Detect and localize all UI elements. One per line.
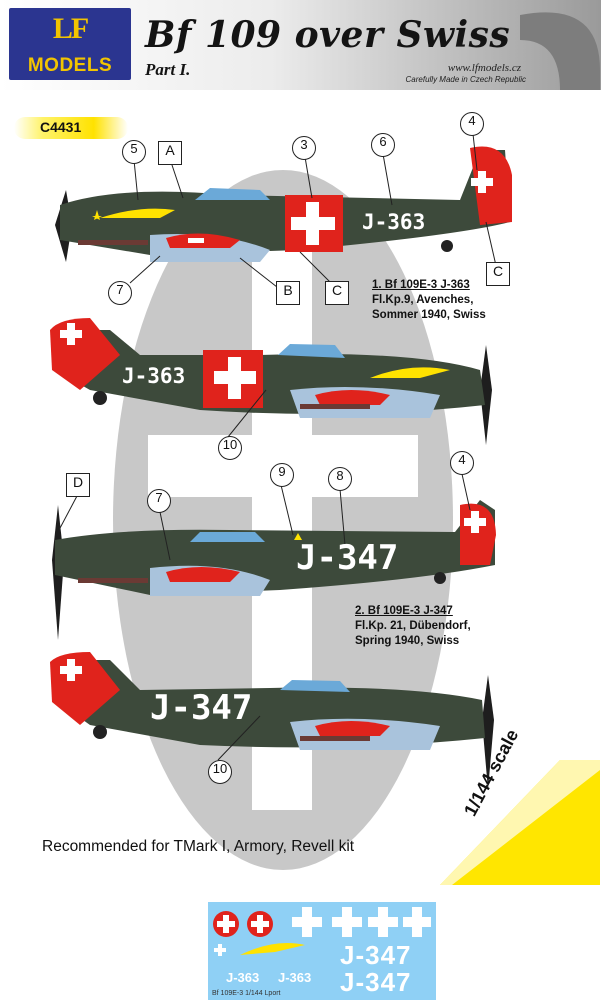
aircraft-1-right-view bbox=[50, 318, 492, 445]
logo-text: MODELS bbox=[27, 55, 113, 76]
header-decor-shape bbox=[520, 12, 600, 90]
callout-4-bottom: 4 bbox=[450, 451, 474, 475]
callout-10-bottom: 10 bbox=[208, 760, 232, 784]
aircraft-1-title: 1. Bf 109E-3 J-363 bbox=[372, 279, 470, 291]
callout-B: B bbox=[276, 281, 300, 305]
aircraft-2-caption: 2. Bf 109E-3 J-347 Fl.Kp. 21, Dübendorf,… bbox=[355, 604, 471, 649]
aircraft-2-code-right: J-347 bbox=[150, 688, 253, 728]
callout-8: 8 bbox=[328, 467, 352, 491]
callout-4-top: 4 bbox=[460, 112, 484, 136]
callout-C-right: C bbox=[486, 262, 510, 286]
lf-models-logo: LF MODELS bbox=[9, 8, 131, 80]
callout-5: 5 bbox=[122, 140, 146, 164]
aircraft-1-when: Sommer 1940, Swiss bbox=[372, 309, 486, 321]
kit-recommendation: Recommended for TMark I, Armory, Revell … bbox=[42, 838, 355, 855]
decal-code-big-1: J-347 bbox=[340, 940, 412, 970]
decal-code-big-2: J-347 bbox=[340, 967, 412, 997]
product-code-badge bbox=[14, 117, 128, 139]
aircraft-1-code-left: J-363 bbox=[362, 210, 426, 234]
callout-7-top: 7 bbox=[108, 281, 132, 305]
aircraft-1-unit: Fl.Kp.9, Avenches, bbox=[372, 294, 474, 306]
swiss-roundel-background bbox=[113, 170, 453, 870]
page-title: Bf 109 over Swiss bbox=[145, 14, 511, 56]
aircraft-1-left-view bbox=[55, 146, 512, 262]
aircraft-2-title: 2. Bf 109E-3 J-347 bbox=[355, 605, 453, 617]
propeller-1b bbox=[480, 345, 492, 445]
page-subtitle: Part I. bbox=[145, 60, 191, 79]
tagline: Carefully Made in Czech Republic bbox=[405, 75, 527, 84]
warning-triangle bbox=[294, 533, 302, 540]
website-link[interactable]: www.lfmodels.cz bbox=[447, 62, 521, 74]
propeller-2b bbox=[482, 675, 494, 790]
canopy bbox=[195, 188, 270, 200]
callout-C-mid: C bbox=[325, 281, 349, 305]
aircraft-2-unit: Fl.Kp. 21, Dübendorf, bbox=[355, 620, 471, 632]
callout-9: 9 bbox=[270, 463, 294, 487]
aircraft-1-code-right: J-363 bbox=[122, 364, 186, 388]
decal-sheet-preview bbox=[208, 902, 436, 1000]
callout-3: 3 bbox=[292, 136, 316, 160]
callout-D: D bbox=[66, 473, 90, 497]
decal-code-small-2: J-363 bbox=[278, 970, 312, 985]
aircraft-2-when: Spring 1940, Swiss bbox=[355, 635, 460, 647]
decal-sheet-footer: Bf 109E-3 1/144 Lport bbox=[212, 990, 281, 997]
product-code: C4431 bbox=[40, 119, 82, 135]
aircraft-2-left-view bbox=[52, 500, 496, 640]
callout-A: A bbox=[158, 141, 182, 165]
aircraft-2-code-left: J-347 bbox=[296, 538, 399, 578]
callout-7-bottom: 7 bbox=[147, 489, 171, 513]
decal-code-small-1: J-363 bbox=[226, 970, 260, 985]
aircraft-1-caption: 1. Bf 109E-3 J-363 Fl.Kp.9, Avenches, So… bbox=[372, 278, 486, 323]
callout-10-top: 10 bbox=[218, 436, 242, 460]
aircraft-2-right-view bbox=[50, 652, 494, 790]
callout-6: 6 bbox=[371, 133, 395, 157]
star-comet bbox=[100, 208, 175, 218]
logo-letters: LF bbox=[52, 12, 89, 45]
